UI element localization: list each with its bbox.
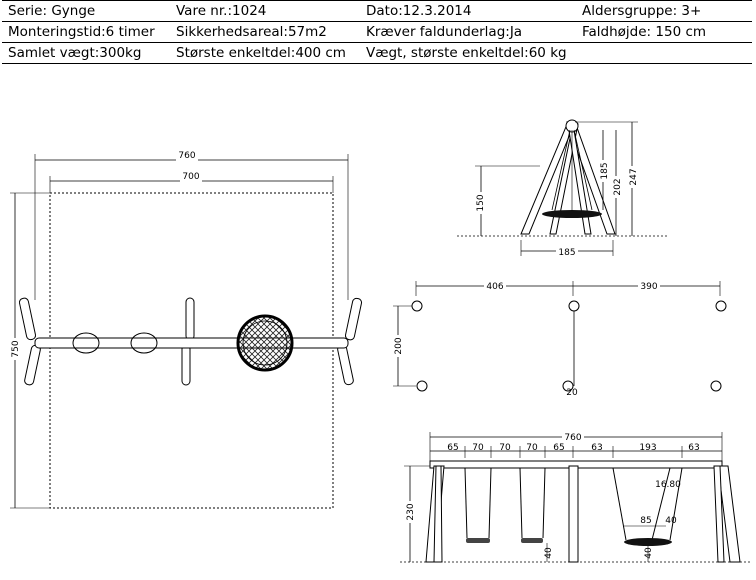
item-number-cell: Vare nr.:1024 <box>170 0 360 22</box>
plan-depth-label: 750 <box>11 340 21 357</box>
series-cell: Serie: Gynge <box>2 0 170 22</box>
safety-area <box>49 192 334 509</box>
footprint-post-label: 20 <box>566 388 578 398</box>
front-segment-label: 65 <box>447 443 458 453</box>
footprint-left-span-label: 406 <box>486 282 503 292</box>
plan-width-label: 760 <box>178 151 195 161</box>
side-base-label: 185 <box>558 248 575 258</box>
side-rope-length-label: 185 <box>600 162 610 179</box>
front-segment-label: 63 <box>591 443 602 453</box>
post-marker <box>715 300 727 312</box>
safety-area-cell: Sikkerhedsareal:57m2 <box>170 21 360 43</box>
nest-label: 16.80 <box>655 480 681 490</box>
fall-surface-cell: Kræver faldunderlag:Ja <box>360 21 576 43</box>
side-beam-height-label: 202 <box>613 178 623 195</box>
total-weight-cell: Samlet vægt:300kg <box>2 42 170 64</box>
post-marker <box>568 300 580 312</box>
seat <box>72 332 100 354</box>
largest-part-cell: Største enkeltdel:400 cm <box>170 42 360 64</box>
front-segment-label: 65 <box>553 443 564 453</box>
front-segment-label: 193 <box>639 443 656 453</box>
product-info-table: Serie: Gynge Vare nr.:1024 Dato:12.3.201… <box>2 0 752 64</box>
date-cell: Dato:12.3.2014 <box>360 0 576 22</box>
post-marker <box>411 300 423 312</box>
nest-clearance-label: 40 <box>644 547 654 559</box>
nest-swing <box>236 314 294 372</box>
footprint-view: 406 390 200 20 <box>392 280 727 398</box>
seat-clearance-label: 40 <box>544 547 554 559</box>
post-marker <box>710 380 722 392</box>
plan-view: 760 700 750 <box>9 150 363 509</box>
top-beam <box>34 337 349 349</box>
footprint-depth-label: 200 <box>394 337 404 354</box>
front-view: 760 65 70 70 70 65 63 193 63 <box>400 431 752 563</box>
swing-seat <box>466 538 490 543</box>
largest-part-weight-cell: Vægt, største enkeltdel:60 kg <box>360 42 576 64</box>
front-segment-label: 63 <box>688 443 699 453</box>
front-segment-label: 70 <box>499 443 511 453</box>
post-marker <box>416 380 428 392</box>
info-row: Serie: Gynge Vare nr.:1024 Dato:12.3.201… <box>2 0 752 22</box>
side-total-height-label: 247 <box>629 168 639 185</box>
seat <box>130 332 158 354</box>
front-height-label: 230 <box>406 503 416 520</box>
info-row: Monteringstid:6 timer Sikkerhedsareal:57… <box>2 21 752 43</box>
front-total-label: 760 <box>564 433 581 443</box>
info-row: Samlet vægt:300kg Største enkeltdel:400 … <box>2 42 752 64</box>
side-seat-height-label: 150 <box>476 194 486 211</box>
footprint-right-span-label: 390 <box>640 282 657 292</box>
plan-inner-width-label: 700 <box>182 172 199 182</box>
swing-seat <box>521 538 543 543</box>
nest-side <box>542 210 602 218</box>
front-segment-label: 70 <box>526 443 538 453</box>
nest-width-label: 85 <box>640 516 651 526</box>
nest-swing-front <box>624 538 672 546</box>
side-view: 150 185 202 247 185 <box>457 119 668 258</box>
post-marker <box>562 380 574 392</box>
nest-label: 40 <box>665 516 677 526</box>
age-group-cell: Aldersgruppe: 3+ <box>576 0 752 22</box>
assembly-time-cell: Monteringstid:6 timer <box>2 21 170 43</box>
front-segment-label: 70 <box>472 443 484 453</box>
fall-height-cell: Faldhøjde: 150 cm <box>576 21 752 43</box>
empty-cell <box>576 42 752 64</box>
